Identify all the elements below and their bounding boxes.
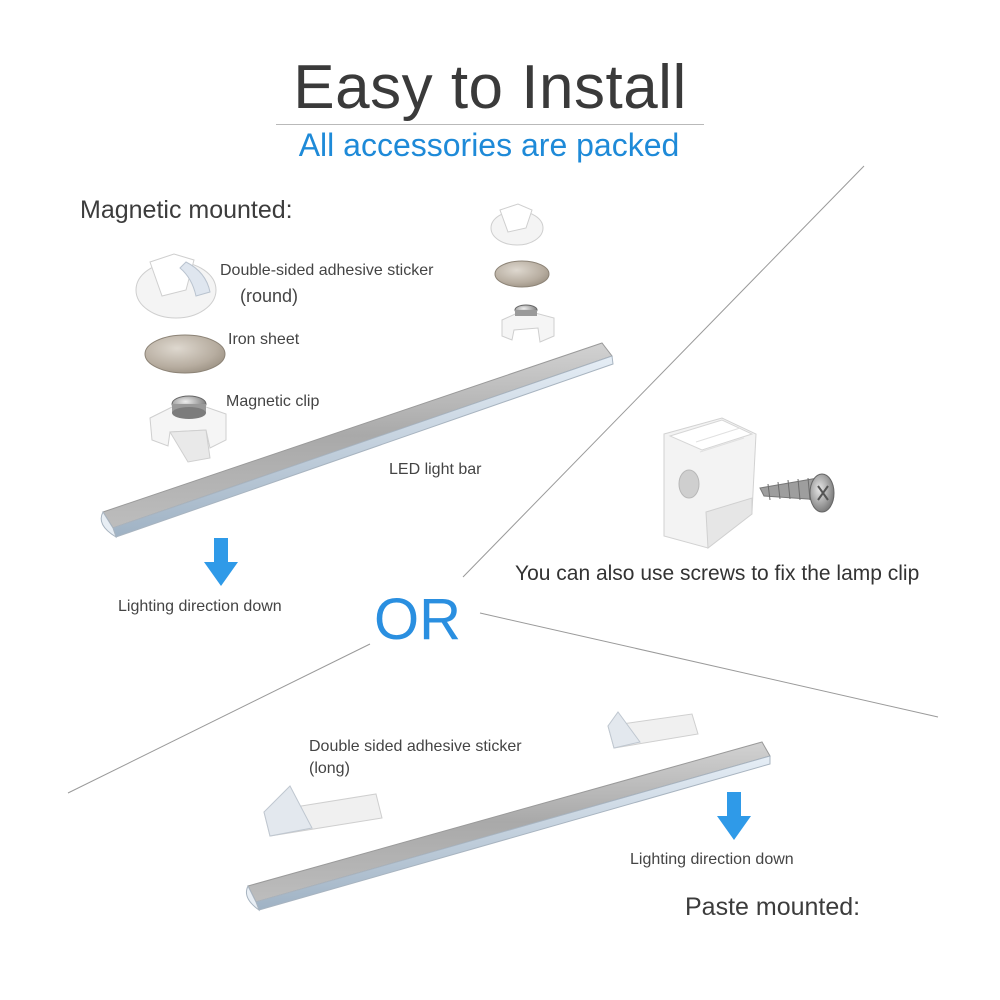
divider-line-upper <box>462 165 865 578</box>
iron-sheet-icon <box>494 260 550 288</box>
round-sticker-label: Double-sided adhesive sticker <box>220 262 434 279</box>
screw-caption: You can also use screws to fix the lamp … <box>515 562 920 585</box>
arrow-down-icon <box>717 792 751 840</box>
page-subtitle: All accessories are packed <box>298 127 680 163</box>
paste-section-title: Paste mounted: <box>685 893 861 921</box>
iron-sheet-label: Iron sheet <box>228 331 300 348</box>
led-bar-label: LED light bar <box>389 461 482 478</box>
magnetic-clip-icon <box>501 304 555 343</box>
magnetic-clip-label: Magnetic clip <box>226 393 320 410</box>
led-light-bar <box>245 741 771 912</box>
long-sticker-sublabel: (long) <box>309 760 350 777</box>
or-separator: OR <box>374 587 461 652</box>
round-sticker-sublabel: (round) <box>240 286 299 306</box>
iron-sheet-icon <box>144 334 226 374</box>
paste-direction-label: Lighting direction down <box>630 851 794 868</box>
mounting-clip-icon <box>663 417 757 549</box>
magnetic-clip-icon <box>149 395 227 463</box>
long-sticker-icon <box>607 711 699 749</box>
long-sticker-icon <box>263 785 383 837</box>
long-sticker-label: Double sided adhesive sticker <box>309 738 522 755</box>
title-underline <box>276 124 704 125</box>
divider-line-left <box>67 643 371 794</box>
round-sticker-icon <box>490 203 544 246</box>
round-sticker-icon <box>135 253 217 319</box>
arrow-down-icon <box>204 538 238 586</box>
magnetic-direction-label: Lighting direction down <box>118 598 282 615</box>
divider-line-right <box>479 612 939 718</box>
led-light-bar <box>100 342 614 539</box>
magnetic-section-title: Magnetic mounted: <box>80 196 293 224</box>
screw-icon <box>759 473 835 513</box>
page-title: Easy to Install <box>293 53 687 122</box>
